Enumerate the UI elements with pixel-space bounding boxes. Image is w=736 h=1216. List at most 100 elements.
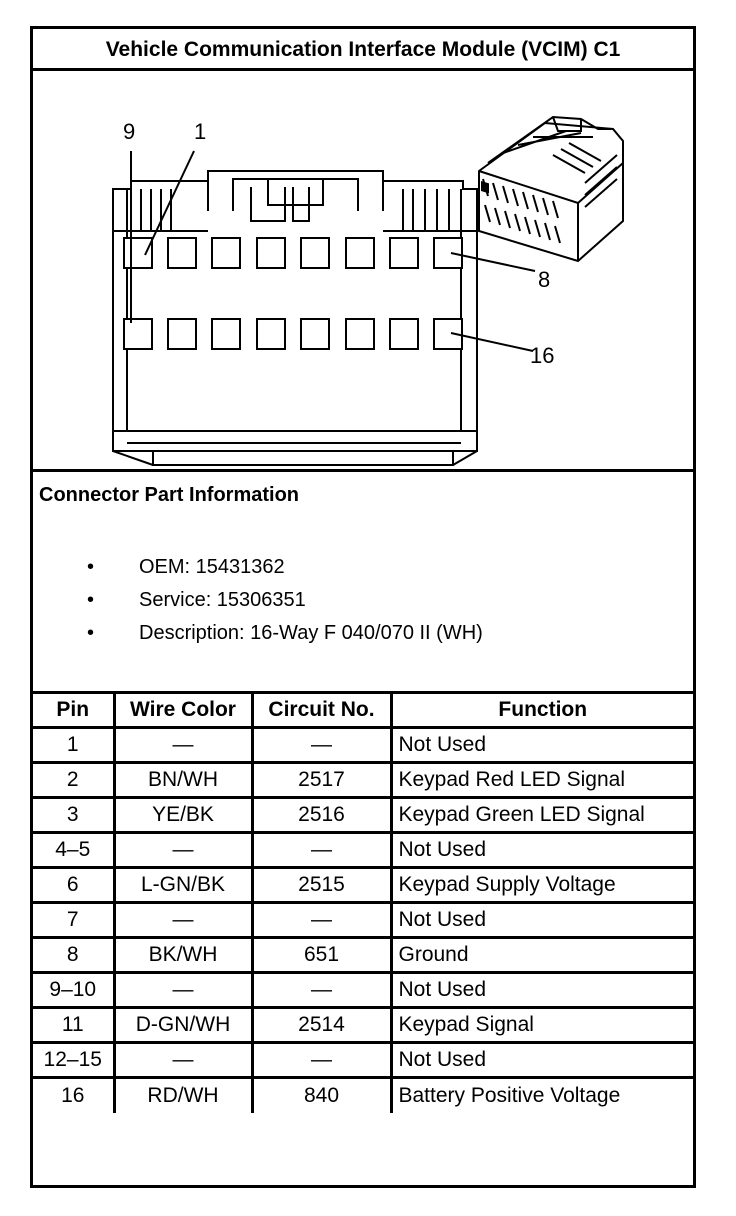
function-cell: Not Used	[389, 971, 693, 1009]
cavity	[167, 237, 197, 269]
circuit-no-cell: 651	[250, 936, 393, 974]
bullet-icon: •	[87, 556, 95, 578]
pin-cell: 8	[33, 936, 116, 974]
table-row: 9–10——Not Used	[33, 971, 693, 1009]
pin-cell: 12–15	[33, 1041, 116, 1079]
pin-cell: 2	[33, 761, 116, 799]
wire-color-cell: BK/WH	[112, 936, 254, 974]
callout-pin-16: 16	[530, 343, 554, 368]
header-function: Function	[389, 691, 693, 729]
connector-bottom-rail	[112, 431, 478, 466]
callout-leaders	[130, 150, 536, 352]
circuit-no-cell: 840	[250, 1076, 393, 1113]
wire-color-cell: YE/BK	[112, 796, 254, 834]
function-cell: Keypad Signal	[389, 1006, 693, 1044]
connector-body	[112, 170, 478, 432]
circuit-no-cell: —	[250, 901, 393, 939]
info-item-description: • Description: 16-Way F 040/070 II (WH)	[87, 617, 483, 650]
function-cell: Keypad Red LED Signal	[389, 761, 693, 799]
table-row: 12–15——Not Used	[33, 1041, 693, 1079]
circuit-no-cell: —	[250, 971, 393, 1009]
wire-color-cell: —	[112, 831, 254, 869]
connector-figure: 9 1 8 16	[33, 71, 693, 472]
circuit-no-cell: —	[250, 726, 393, 764]
info-item-service: • Service: 15306351	[87, 584, 483, 617]
info-item-text: Description: 16-Way F 040/070 II (WH)	[139, 622, 483, 644]
wire-color-cell: —	[112, 1041, 254, 1079]
cavity	[256, 318, 286, 350]
header-circuit-no: Circuit No.	[250, 691, 393, 729]
cavity	[211, 318, 241, 350]
function-cell: Ground	[389, 936, 693, 974]
pin-cell: 7	[33, 901, 116, 939]
header-wire-color: Wire Color	[112, 691, 254, 729]
function-cell: Battery Positive Voltage	[389, 1076, 693, 1113]
pin-cell: 4–5	[33, 831, 116, 869]
table-row: 7——Not Used	[33, 901, 693, 939]
wire-color-cell: BN/WH	[112, 761, 254, 799]
connector-sheet: Vehicle Communication Interface Module (…	[30, 26, 696, 1188]
connector-part-info: Connector Part Information • OEM: 1543136…	[33, 472, 693, 691]
connector-iso-thumbnail	[478, 115, 624, 263]
pin-cell: 3	[33, 796, 116, 834]
bullet-icon: •	[87, 589, 95, 611]
table-row: 1——Not Used	[33, 726, 693, 764]
pin-cell: 1	[33, 726, 116, 764]
cavity	[256, 237, 286, 269]
function-cell: Not Used	[389, 831, 693, 869]
wire-color-cell: —	[112, 901, 254, 939]
pin-cell: 16	[33, 1076, 116, 1113]
function-cell: Keypad Green LED Signal	[389, 796, 693, 834]
wire-color-cell: —	[112, 726, 254, 764]
info-item-text: Service: 15306351	[139, 589, 306, 611]
cavity	[211, 237, 241, 269]
cavity-row-top	[123, 237, 463, 269]
cavity	[123, 237, 153, 269]
circuit-no-cell: 2514	[250, 1006, 393, 1044]
cavity	[167, 318, 197, 350]
cavity	[123, 318, 153, 350]
pin-cell: 6	[33, 866, 116, 904]
cavity-row-bottom	[123, 318, 463, 350]
wire-color-cell: —	[112, 971, 254, 1009]
circuit-no-cell: 2517	[250, 761, 393, 799]
wire-color-cell: L-GN/BK	[112, 866, 254, 904]
header-pin: Pin	[33, 691, 116, 729]
connector-info-heading: Connector Part Information	[39, 484, 300, 506]
cavity	[300, 318, 330, 350]
function-cell: Not Used	[389, 901, 693, 939]
callout-pin-1: 1	[194, 119, 206, 144]
table-row: 4–5——Not Used	[33, 831, 693, 869]
circuit-no-cell: 2515	[250, 866, 393, 904]
bullet-icon: •	[87, 622, 95, 644]
pin-cell: 11	[33, 1006, 116, 1044]
wire-color-cell: RD/WH	[112, 1076, 254, 1113]
cavity	[433, 237, 463, 269]
pinout-table: Pin Wire Color Circuit No. Function 1——N…	[33, 691, 693, 1113]
info-item-oem: • OEM: 15431362	[87, 551, 483, 584]
page-title: Vehicle Communication Interface Module (…	[33, 29, 693, 71]
function-cell: Not Used	[389, 1041, 693, 1079]
cavity	[300, 237, 330, 269]
info-item-text: OEM: 15431362	[139, 556, 285, 578]
connector-latch	[207, 171, 384, 211]
cavity	[345, 237, 375, 269]
cavity	[345, 318, 375, 350]
circuit-no-cell: —	[250, 831, 393, 869]
pin-cell: 9–10	[33, 971, 116, 1009]
table-header-row: Pin Wire Color Circuit No. Function	[33, 691, 693, 729]
cavity	[389, 318, 419, 350]
function-cell: Not Used	[389, 726, 693, 764]
circuit-no-cell: 2516	[250, 796, 393, 834]
callout-pin-8: 8	[538, 267, 550, 292]
circuit-no-cell: —	[250, 1041, 393, 1079]
connector-face-diagram: 9 1 8 16	[112, 115, 624, 466]
connector-info-list: • OEM: 15431362 • Service: 15306351 • Descr…	[87, 551, 483, 650]
